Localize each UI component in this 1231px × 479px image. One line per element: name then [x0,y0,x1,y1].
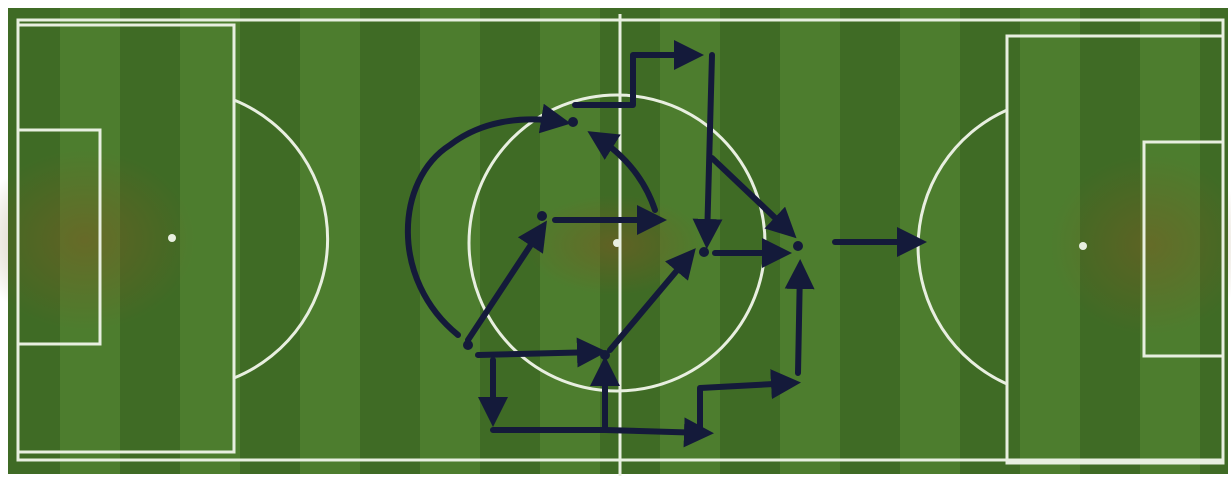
node-right [793,241,803,251]
right-penalty-spot [1079,242,1087,250]
arrow-right-up [798,268,800,373]
node-center [699,247,709,257]
arrow-bottom-long-right [605,430,705,433]
football-pitch [0,8,1231,476]
left-penalty-spot [168,234,176,242]
node-bottom-mid [600,350,610,360]
arrow-bottom-left-to-bottom-mid [478,352,598,355]
node-bottom-left [463,340,473,350]
node-mid-left [537,211,547,221]
center-spot [613,239,621,247]
node-top-mid [568,117,578,127]
